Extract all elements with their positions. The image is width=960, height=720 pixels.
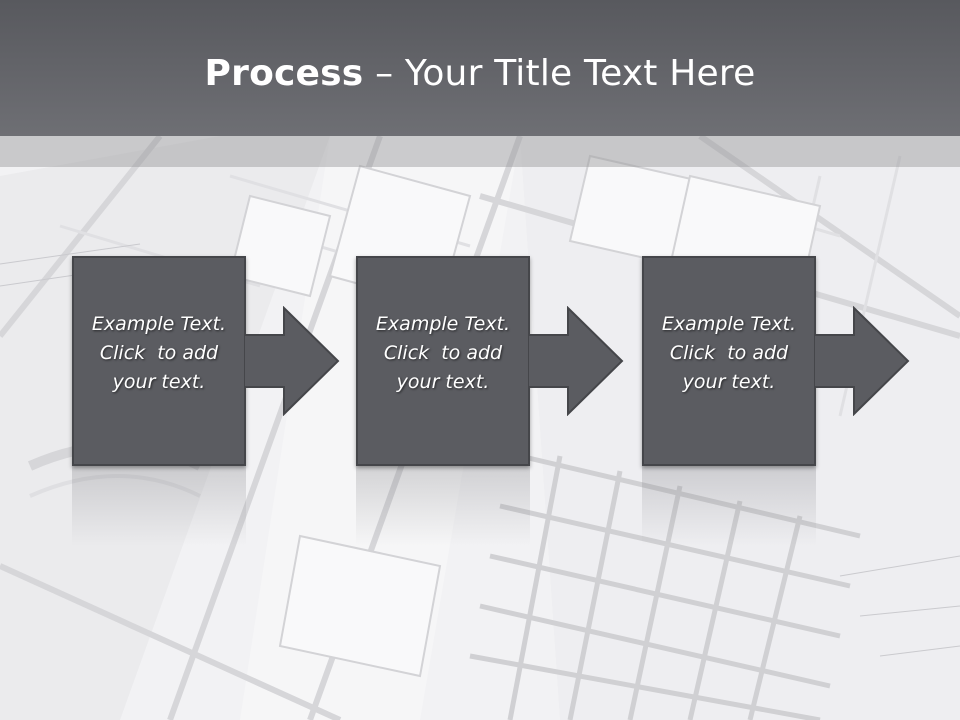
title-rest-text: – Your Title Text Here xyxy=(363,53,756,94)
slide-title[interactable]: Process – Your Title Text Here xyxy=(0,52,960,96)
step-reflection xyxy=(72,466,246,546)
step-text-line: Example Text. xyxy=(661,313,797,335)
step-box xyxy=(642,256,816,466)
title-shadow-band xyxy=(0,136,960,167)
title-bold-text: Process xyxy=(204,53,364,94)
process-step-1[interactable]: Example Text. Click to add your text. xyxy=(72,256,246,546)
step-box xyxy=(72,256,246,466)
step-text[interactable]: Example Text. Click to add your text. xyxy=(356,310,530,397)
right-arrow-icon[interactable] xyxy=(244,306,340,416)
title-bar xyxy=(0,0,960,136)
step-text-line: your text. xyxy=(682,371,776,393)
process-step-2[interactable]: Example Text. Click to add your text. xyxy=(356,256,530,546)
step-text-line: your text. xyxy=(396,371,490,393)
step-reflection xyxy=(356,466,530,546)
right-arrow-icon[interactable] xyxy=(814,306,910,416)
step-box xyxy=(356,256,530,466)
step-text-line: your text. xyxy=(112,371,206,393)
process-step-3[interactable]: Example Text. Click to add your text. xyxy=(642,256,816,546)
step-reflection xyxy=(642,466,816,546)
step-text-line: Example Text. xyxy=(91,313,227,335)
step-text[interactable]: Example Text. Click to add your text. xyxy=(72,310,246,397)
step-text-line: Click to add xyxy=(669,342,789,364)
step-text-line: Example Text. xyxy=(375,313,511,335)
step-text-line: Click to add xyxy=(383,342,503,364)
right-arrow-icon[interactable] xyxy=(528,306,624,416)
step-text-line: Click to add xyxy=(99,342,219,364)
step-text[interactable]: Example Text. Click to add your text. xyxy=(642,310,816,397)
